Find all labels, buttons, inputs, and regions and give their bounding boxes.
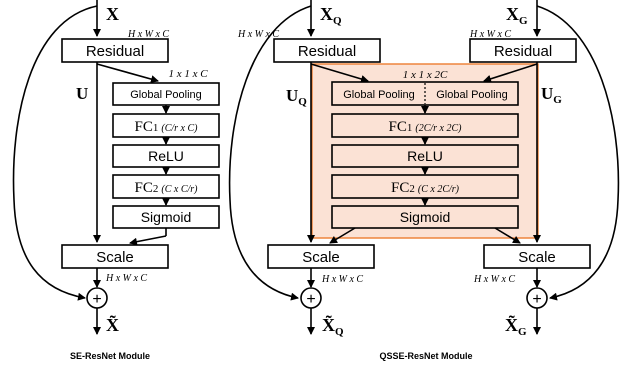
qsse-caption: QSSE-ResNet Module: [379, 351, 472, 361]
se-add-icon: +: [92, 291, 101, 308]
se-global-pooling-label: Global Pooling: [130, 89, 202, 101]
qsse-scale-g-label: Scale: [518, 249, 556, 266]
se-input-shape: H x W x C: [127, 29, 169, 40]
qsse-add-q-icon: +: [306, 291, 315, 308]
qsse-branch-g: [483, 63, 538, 83]
qsse-output-q-label: X̃Q: [322, 315, 344, 338]
se-sigmoid-label: Sigmoid: [141, 209, 192, 225]
qsse-out-shape-g: H x W x C: [473, 274, 515, 285]
qsse-residual-g-block: [469, 38, 577, 63]
qsse-squeeze-shape: 1 x 1 x 2C: [403, 69, 448, 81]
se-input-label: X: [106, 4, 119, 24]
qsse-input-g-shape: H x W x C: [469, 29, 511, 40]
se-residual-label: Residual: [86, 43, 144, 60]
qsse-branch-q: [310, 63, 369, 83]
qsse-relu-label: ReLU: [407, 148, 443, 164]
qsse-global-pooling-q-label: Global Pooling: [343, 89, 415, 101]
se-output-label: X̃: [106, 315, 119, 335]
qsse-input-g-label: XG: [506, 4, 528, 27]
se-resnet-module: X H x W x C Residual U 1 x 1 x C Global …: [12, 0, 220, 361]
se-sigmoid-to-scale: [129, 235, 167, 246]
qsse-input-q-shape: H x W x C: [237, 29, 279, 40]
se-fc2-label: FC2(C x C/r): [135, 180, 199, 196]
qsse-skip-q: [228, 5, 312, 301]
se-skip-connection: [12, 5, 98, 301]
qsse-u-g-label: UG: [541, 84, 562, 106]
se-u-label: U: [76, 84, 88, 103]
qsse-scale-q-block: [267, 244, 375, 269]
se-caption: SE-ResNet Module: [70, 351, 150, 361]
se-fc1-label: FC1(C/r x C): [135, 119, 199, 135]
qsse-sigmoid-block: [331, 205, 519, 229]
qsse-sigmoid-label: Sigmoid: [400, 209, 451, 225]
qsse-global-pooling-g-label: Global Pooling: [436, 89, 508, 101]
qsse-output-g-label: X̃G: [505, 315, 527, 338]
qsse-residual-q-block: [273, 38, 381, 63]
qsse-scale-q-label: Scale: [302, 249, 340, 266]
qsse-residual-q-label: Residual: [298, 43, 356, 60]
qsse-sigmoid-to-scale-g: [494, 227, 521, 244]
qsse-fc1-label: FC1(2C/r x 2C): [389, 119, 463, 135]
se-output-shape: H x W x C: [105, 273, 147, 284]
qsse-residual-g-label: Residual: [494, 43, 552, 60]
se-residual-block: [61, 38, 169, 63]
qsse-fc2-label: FC2(C x 2C/r): [391, 180, 460, 196]
qsse-sigmoid-to-scale-q: [329, 227, 356, 244]
qsse-add-g-icon: +: [532, 291, 541, 308]
se-branch-arrow: [96, 63, 159, 83]
qsse-skip-g: [536, 5, 620, 301]
qsse-u-q-label: UQ: [286, 86, 307, 108]
qsse-input-q-label: XQ: [320, 4, 342, 27]
se-squeeze-shape: 1 x 1 x C: [168, 68, 208, 80]
se-scale-block: [61, 244, 169, 269]
qsse-resnet-module: XQ H x W x C XG H x W x C Residual Resid…: [228, 0, 620, 361]
se-relu-label: ReLU: [148, 148, 184, 164]
qsse-out-shape-q: H x W x C: [321, 274, 363, 285]
se-scale-label: Scale: [96, 249, 134, 266]
